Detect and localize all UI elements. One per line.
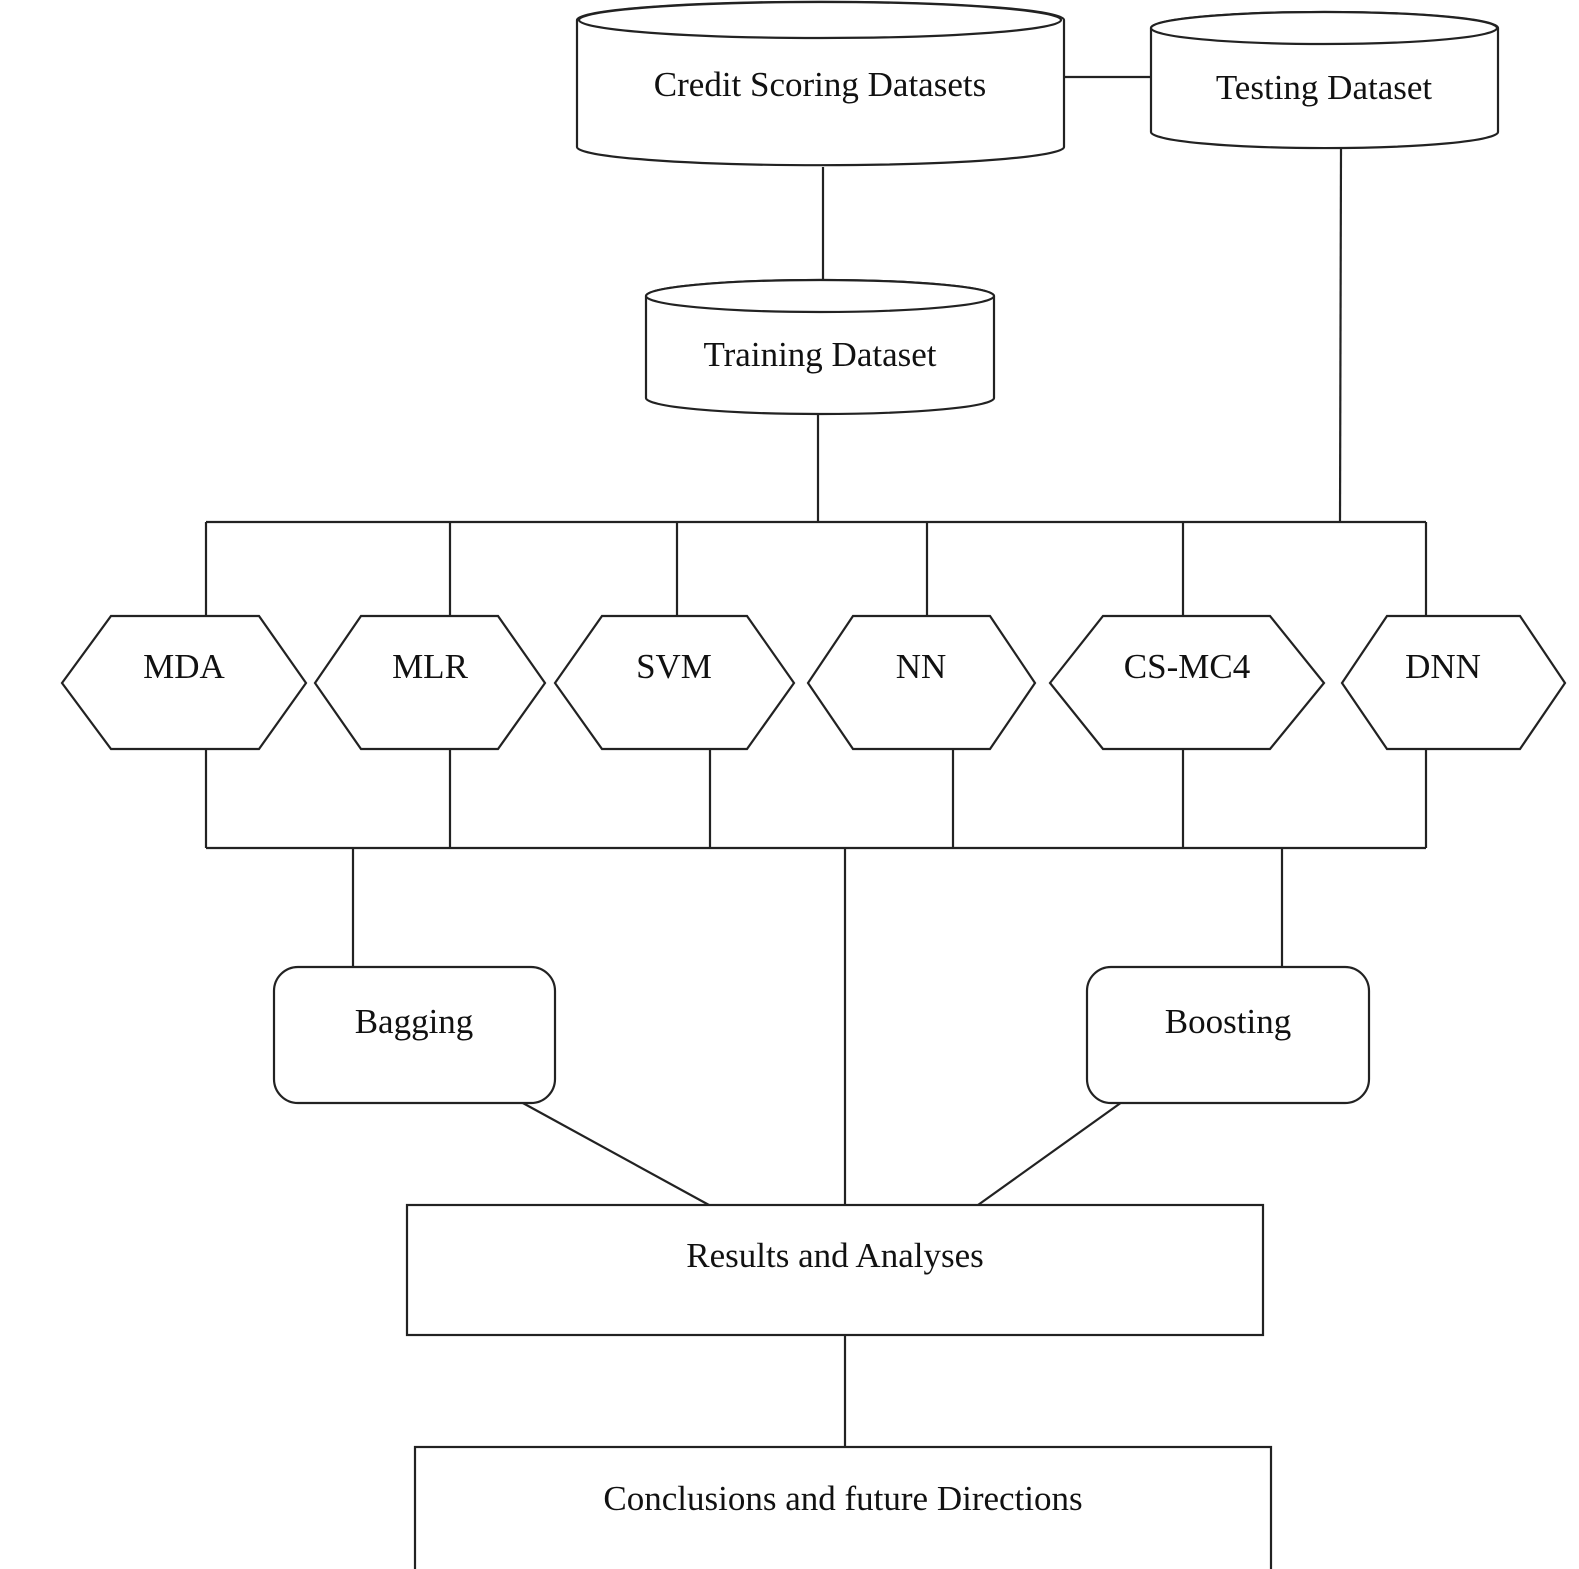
training-dataset-label: Training Dataset: [704, 335, 937, 374]
model-node-nn[interactable]: NN: [806, 614, 1037, 751]
model-node-mlr[interactable]: MLR: [313, 614, 547, 751]
results-box: [405, 1203, 1265, 1337]
hexagon-shape: [60, 614, 308, 751]
model-label: NN: [896, 647, 947, 686]
bagging-node[interactable]: Bagging: [272, 965, 557, 1105]
model-node-dnn[interactable]: DNN: [1340, 614, 1567, 751]
conclusions-label: Conclusions and future Directions: [603, 1479, 1082, 1518]
model-label: CS-MC4: [1124, 647, 1250, 686]
model-label: MDA: [143, 647, 225, 686]
hexagon-shape: [1048, 614, 1326, 751]
testing-dataset-label: Testing Dataset: [1216, 68, 1433, 107]
edge-bagging-to-results: [520, 1101, 710, 1206]
model-node-csmc4[interactable]: CS-MC4: [1048, 614, 1326, 751]
credit-dataset-node[interactable]: Credit Scoring Datasets: [575, 0, 1066, 167]
training-dataset-node[interactable]: Training Dataset: [644, 278, 996, 416]
conclusions-box: [413, 1445, 1273, 1569]
hexagon-shape: [806, 614, 1037, 751]
rounded-box: [1085, 965, 1371, 1105]
conclusions-node[interactable]: Conclusions and future Directions: [413, 1445, 1273, 1569]
model-label: MLR: [392, 647, 469, 686]
edge-testing-to-bus: [1338, 147, 1343, 523]
bagging-label: Bagging: [355, 1002, 474, 1041]
cylinder-top: [1149, 10, 1499, 46]
results-node[interactable]: Results and Analyses: [405, 1203, 1265, 1337]
credit-dataset-label: Credit Scoring Datasets: [654, 65, 986, 104]
boosting-label: Boosting: [1165, 1002, 1291, 1041]
model-node-svm[interactable]: SVM: [553, 614, 796, 751]
hexagon-shape: [313, 614, 547, 751]
boosting-node[interactable]: Boosting: [1085, 965, 1371, 1105]
cylinder-top: [644, 278, 996, 314]
rounded-box: [272, 965, 557, 1105]
hexagon-shape: [553, 614, 796, 751]
results-label: Results and Analyses: [686, 1236, 983, 1275]
hexagon-shape: [1340, 614, 1567, 751]
model-label: DNN: [1405, 647, 1481, 686]
edge-boosting-to-results: [977, 1101, 1123, 1206]
testing-dataset-node[interactable]: Testing Dataset: [1149, 10, 1500, 150]
model-node-mda[interactable]: MDA: [60, 614, 308, 751]
model-label: SVM: [636, 647, 712, 686]
connectors: [204, 75, 1428, 1447]
cylinder-top: [577, 0, 1063, 40]
